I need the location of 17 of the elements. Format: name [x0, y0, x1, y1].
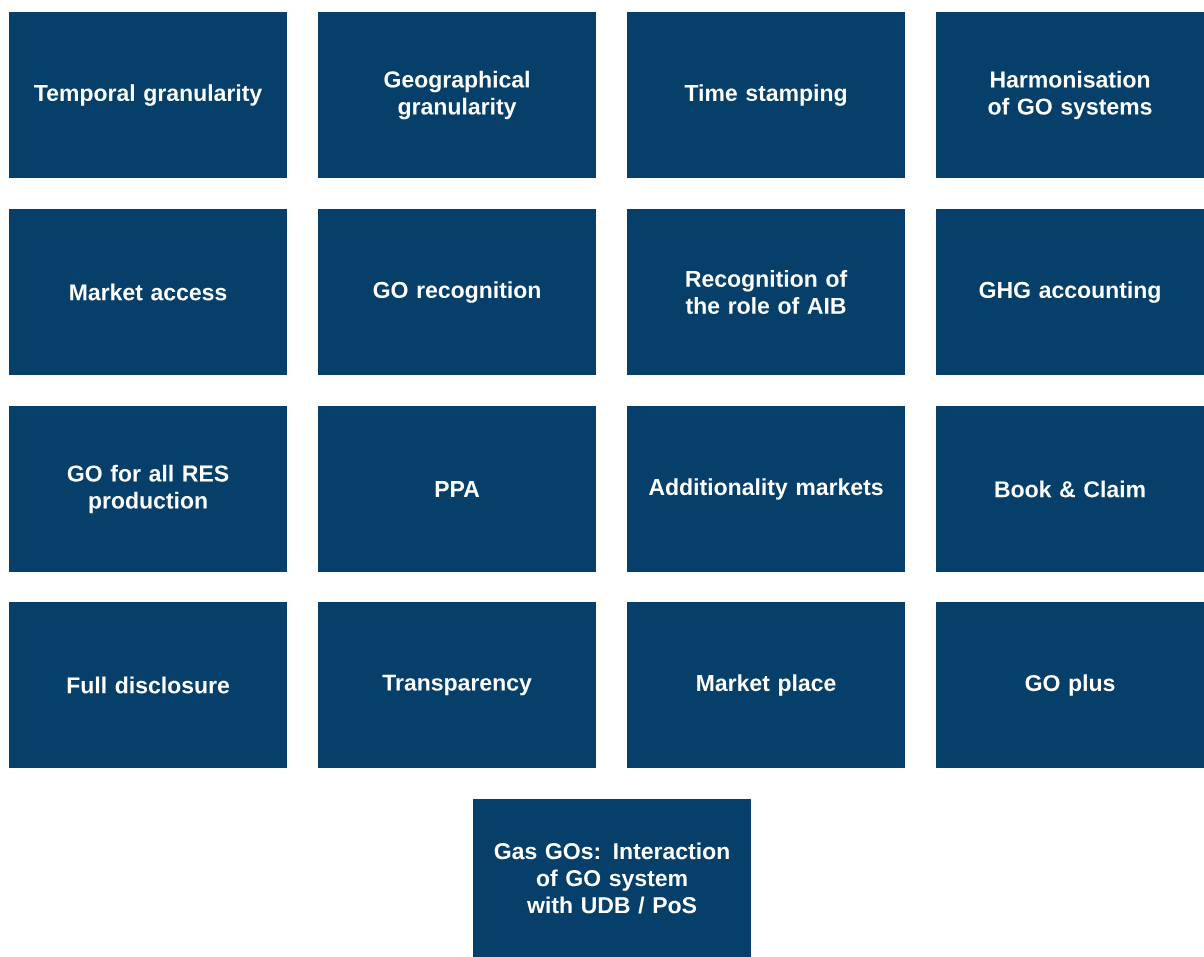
topic-box: Geographical granularity: [318, 12, 596, 178]
topic-box: Additionality markets: [627, 406, 905, 572]
topic-box: Market place: [627, 602, 905, 768]
topic-box: Gas GOs: Interaction of GO system with UDB / PoS: [473, 799, 751, 957]
topic-box: Harmonisation of GO systems: [936, 12, 1204, 178]
topic-box: Full disclosure: [9, 602, 287, 768]
topic-box: Book & Claim: [936, 406, 1204, 572]
topic-box: Market access: [9, 209, 287, 375]
topic-box: Transparency: [318, 602, 596, 768]
topic-box: GHG accounting: [936, 209, 1204, 375]
topic-box: PPA: [318, 406, 596, 572]
topic-box: GO for all RES production: [9, 406, 287, 572]
topic-box: GO plus: [936, 602, 1204, 768]
topic-box: GO recognition: [318, 209, 596, 375]
topic-box: Temporal granularity: [9, 12, 287, 178]
topic-box: Time stamping: [627, 12, 905, 178]
topic-box: Recognition of the role of AIB: [627, 209, 905, 375]
